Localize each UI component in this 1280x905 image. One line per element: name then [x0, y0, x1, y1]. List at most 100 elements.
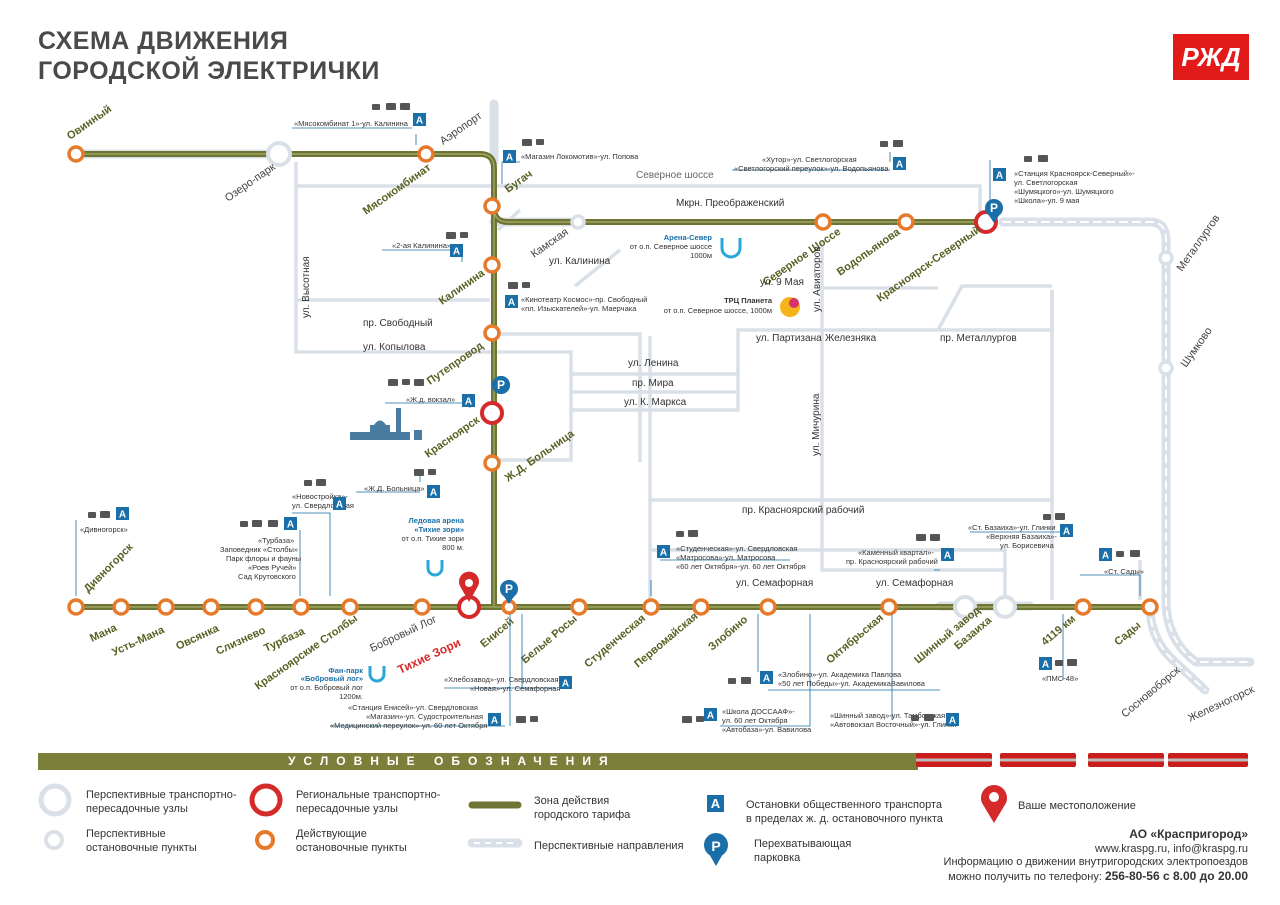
svg-text:A: A [996, 171, 1003, 182]
station-sady[interactable] [1141, 598, 1159, 616]
street-labels: Северное шоссе Мкрн. Преображенский ул. … [301, 170, 1017, 589]
station-divnogorsk[interactable] [67, 598, 85, 616]
station-krasnoyarsk-hub[interactable] [480, 401, 504, 425]
train-decoration [1168, 753, 1248, 767]
station-myasokombinat[interactable] [417, 145, 435, 163]
poi-ice-desc: от о.п. Тихие зори [401, 534, 464, 543]
station-ust-mana[interactable] [157, 598, 175, 616]
street-lenina: ул. Ленина [628, 358, 679, 369]
label-ovinny: Овинный [65, 103, 114, 142]
station-bazaikha[interactable] [993, 595, 1017, 619]
poi-arena-sever-dist: 1000м [690, 251, 712, 260]
bus-stop-icon: A [462, 394, 475, 408]
legend-header: УСЛОВНЫЕ ОБОЗНАЧЕНИЯ [288, 754, 616, 768]
svg-text:A: A [287, 520, 294, 531]
station-pervomayskaya[interactable] [692, 598, 710, 616]
station-kalinina[interactable] [483, 256, 501, 274]
station-sliznevo[interactable] [247, 598, 265, 616]
street-mira: пр. Мира [632, 378, 674, 389]
label-divnogorsk: Дивногорск [82, 541, 136, 595]
bus-stop-icon: A [657, 545, 670, 559]
station-mana[interactable] [112, 598, 130, 616]
station-belye-rosy[interactable] [570, 598, 588, 616]
svg-text:A: A [506, 153, 513, 164]
station-zhd-bolnitsa[interactable] [483, 454, 501, 472]
label-sliznevo: Слизнево [214, 624, 268, 658]
station-oktyabrskaya[interactable] [880, 598, 898, 616]
station-ovsyanka[interactable] [202, 598, 220, 616]
legend-future-hub-icon [38, 783, 72, 817]
bus-stop-icon: A [559, 676, 572, 690]
label-ozero-park: Озеро-парк [223, 161, 278, 204]
company-contacts[interactable]: www.kraspg.ru, info@kraspg.ru [1094, 842, 1248, 855]
svg-text:A: A [763, 674, 770, 685]
stop-text: «Ж.Д. Больница» [364, 484, 425, 493]
label-enisei: Енисей [478, 616, 516, 651]
station-4119km[interactable] [1074, 598, 1092, 616]
station-shumkovo[interactable] [1158, 360, 1174, 376]
svg-text:A: A [660, 548, 667, 559]
bus-stop-icon: A [946, 713, 959, 727]
street-mkrn-preobrazhensky: Мкрн. Преображенский [676, 197, 784, 209]
railway-station-icon [350, 408, 422, 440]
stop-text: «Школа ДОССААФ»- [722, 707, 795, 716]
stop-text: «Злобино»-ул. Академика Павлова [778, 670, 902, 679]
station-ovinny[interactable] [67, 145, 85, 163]
street-michurina: ул. Мичурина [811, 393, 822, 456]
station-bobrovy-log[interactable] [413, 598, 431, 616]
stop-text: «Хлебозавод»-ул. Свердловская [444, 675, 559, 684]
svg-text:A: A [896, 160, 903, 171]
station-ozero-park-hub[interactable] [266, 141, 292, 167]
station-severnoe-shosse[interactable] [814, 213, 832, 231]
label-zheleznogorsk: Железногорск [1186, 683, 1256, 724]
svg-text:P: P [505, 582, 513, 596]
station-metallurgov[interactable] [1158, 250, 1174, 266]
legend-future-hub-label: Перспективные транспортно-пересадочные у… [86, 789, 237, 815]
legend-future-stop-icon [44, 830, 64, 850]
svg-text:A: A [491, 716, 498, 727]
stop-text: «Матросова»-ул. Матросова [676, 553, 776, 562]
station-shinny-zavod[interactable] [953, 595, 977, 619]
street-vysotnaya: ул. Высотная [301, 256, 312, 318]
poi-planeta-title: ТРЦ Планета [724, 296, 773, 305]
station-kr-stolby[interactable] [341, 598, 359, 616]
legend-location-label: Ваше местоположение [1018, 800, 1136, 812]
stop-text: Сад Крутовского [238, 572, 296, 581]
stop-text: ул. Светлогорская [1014, 178, 1078, 187]
stop-text: «Каменный квартал»- [858, 548, 934, 557]
label-mana: Мана [88, 622, 119, 645]
train-decoration [1000, 753, 1076, 767]
bus-stop-icon: A [503, 150, 516, 164]
company-info: АО «Краспригород» www.kraspg.ru, info@kr… [943, 827, 1248, 884]
label-zlobino: Злобино [706, 613, 750, 653]
bus-stop-icon: A [488, 713, 501, 727]
svg-text:A: A [1102, 551, 1109, 562]
station-puteprovod[interactable] [483, 324, 501, 342]
parking-icon: P [985, 199, 1003, 223]
company-info-text: Информацию о движении внутригородских эл… [943, 856, 1248, 868]
station-turbaza[interactable] [292, 598, 310, 616]
stop-text: «Магазин»-ул. Судостроительная [366, 712, 483, 721]
station-zlobino[interactable] [759, 598, 777, 616]
label-puteprovod: Путепровод [425, 340, 486, 388]
svg-text:A: A [949, 716, 956, 727]
street-partizana: ул. Партизана [756, 333, 822, 344]
parking-icon: P [492, 376, 511, 407]
station-bugach[interactable] [483, 197, 501, 215]
svg-text:A: A [944, 551, 951, 562]
station-vodopyanova[interactable] [897, 213, 915, 231]
street-kopylova: ул. Копылова [363, 342, 426, 353]
station-studencheskaya[interactable] [642, 598, 660, 616]
stop-text: «пл. Изыскателей»-ул. Маерчака [521, 304, 637, 313]
bus-stop-icon: A [413, 113, 426, 127]
stop-text: «Верхняя Базаиха»- [986, 532, 1057, 541]
svg-text:A: A [1063, 527, 1070, 538]
station-kamskaya[interactable] [570, 214, 586, 230]
stop-text: «Студенческая»-ул. Свердловская [676, 544, 797, 553]
legend-parking-icon: P [704, 833, 728, 866]
stop-text: Парк флоры и фауны [226, 554, 301, 563]
bus-stop-icon: A [941, 548, 954, 562]
